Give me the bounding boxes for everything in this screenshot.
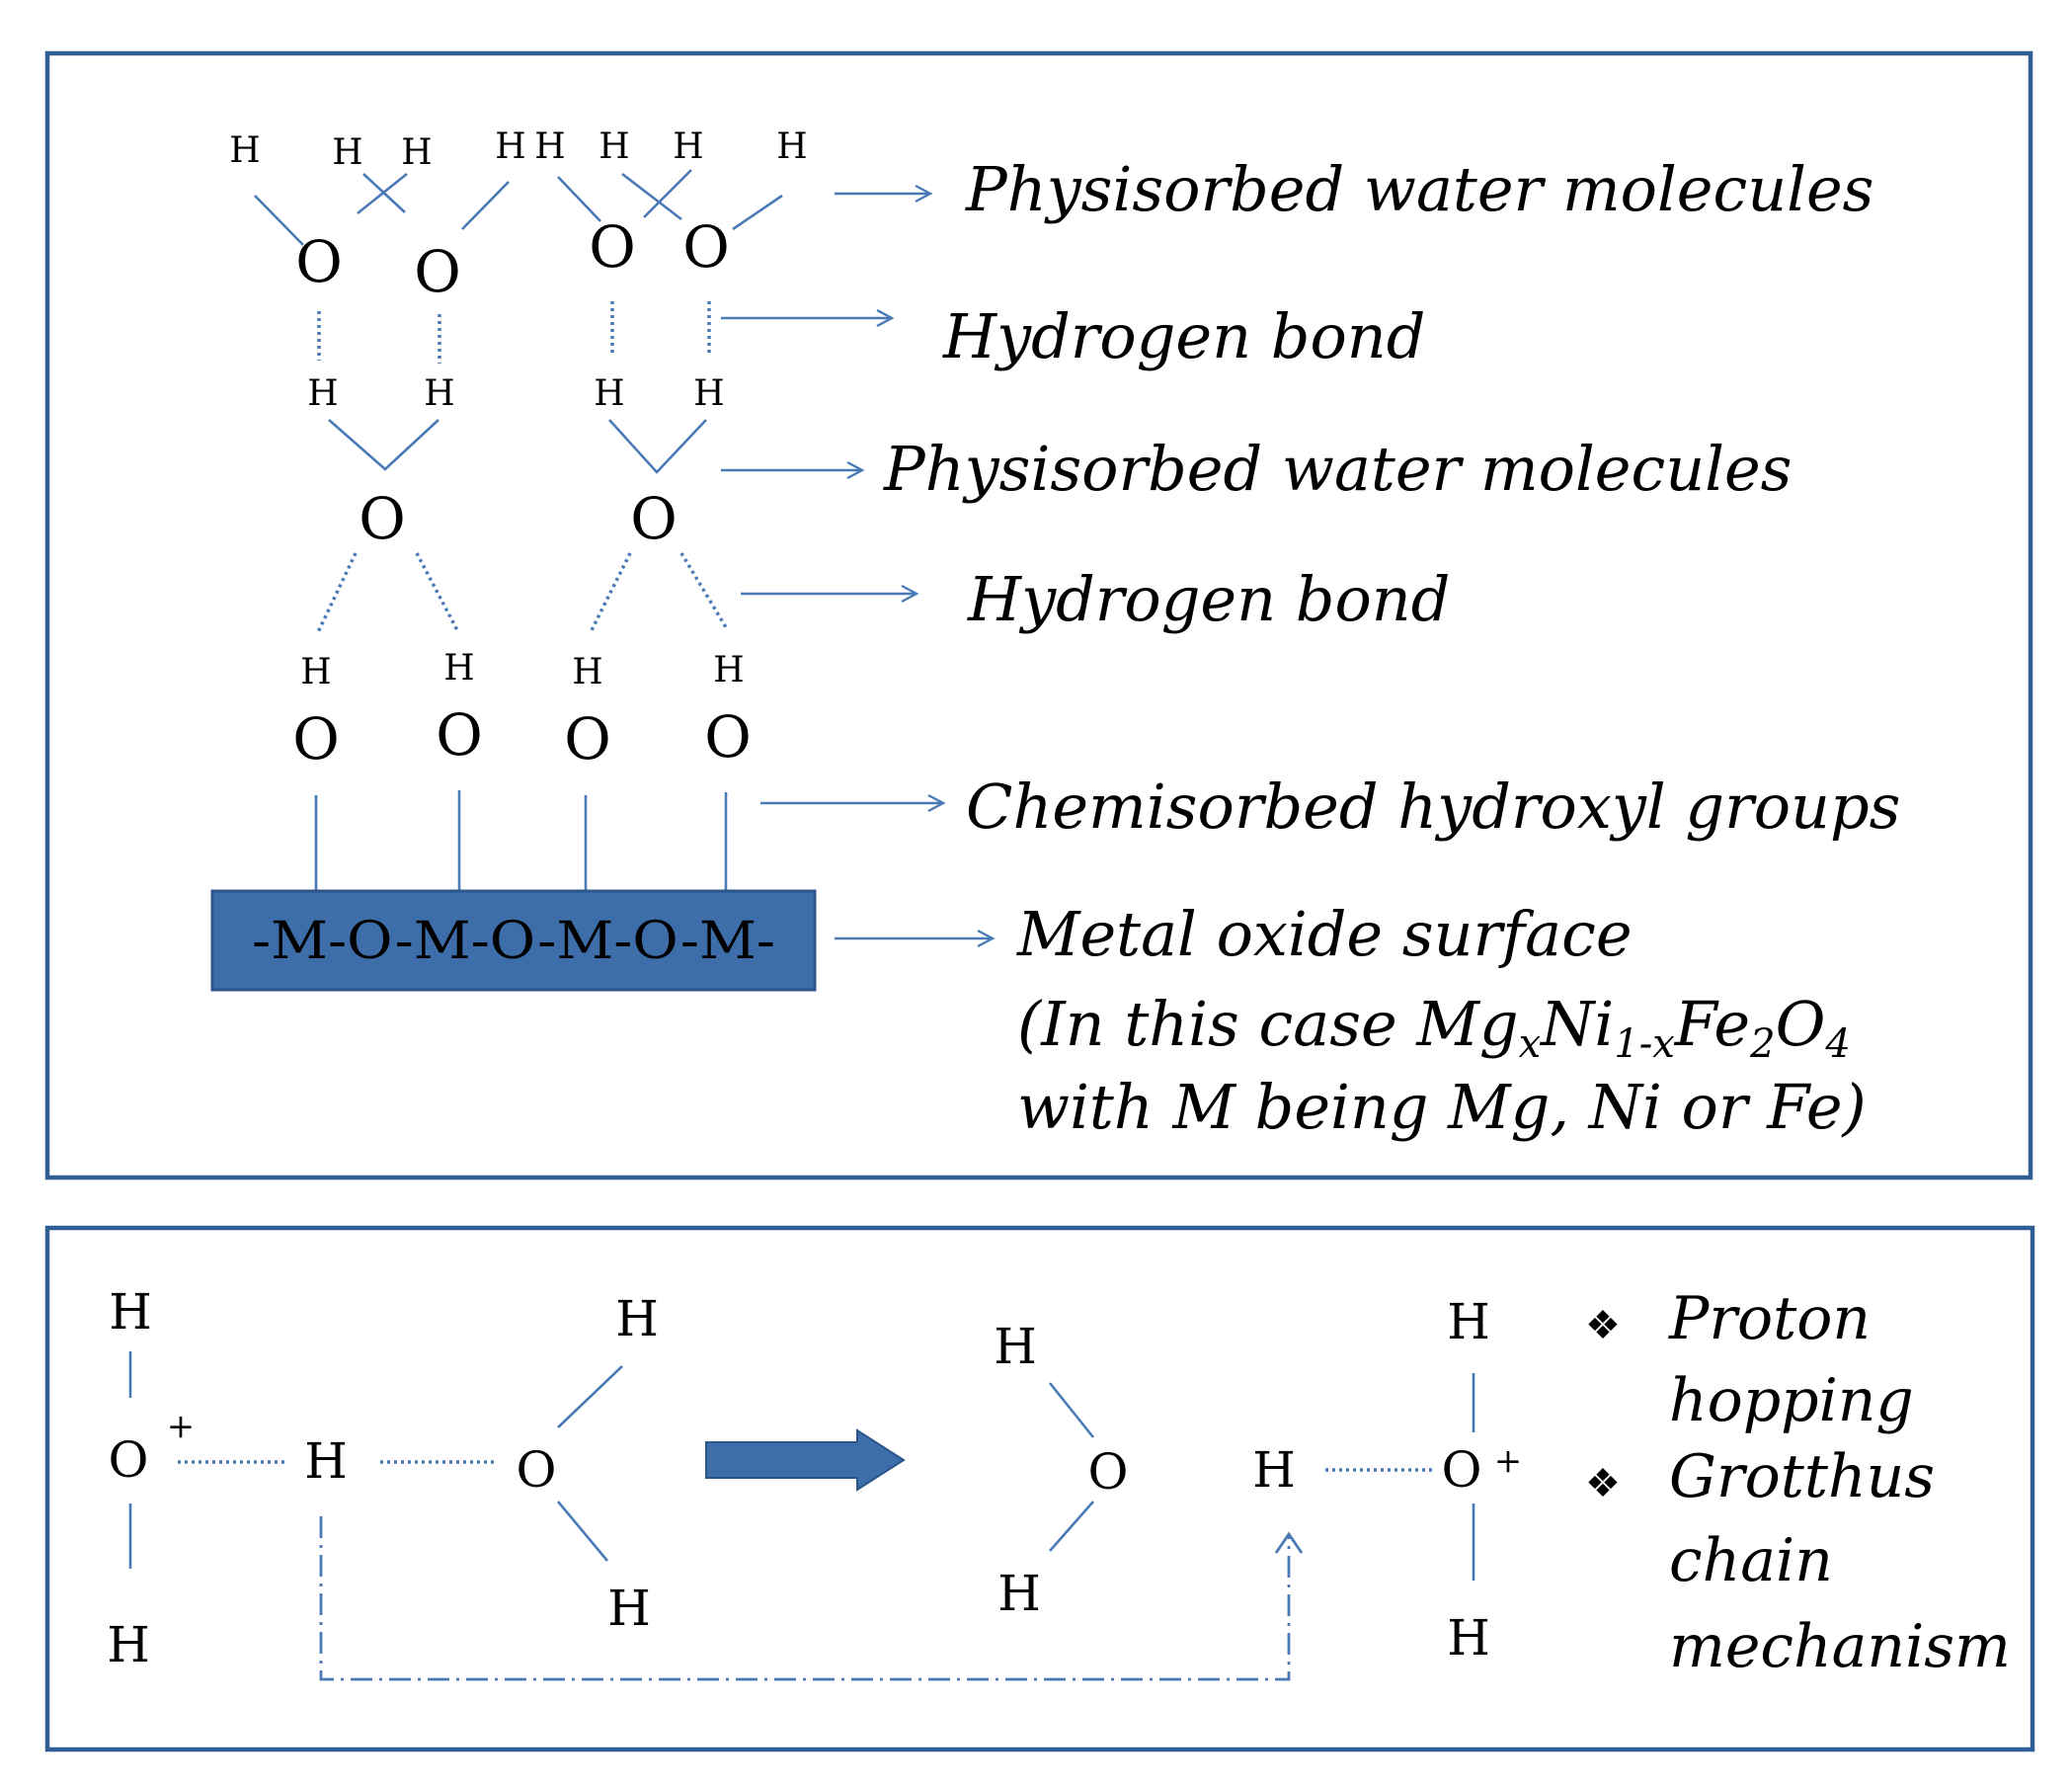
h-atom: H [300, 652, 331, 692]
h-atom: H [615, 1290, 659, 1347]
h-atom: H [594, 373, 624, 414]
h-atom: H [1447, 1293, 1490, 1350]
mechanism-legend: ❖ Proton hopping ❖ Grotthus chain mechan… [1585, 1284, 2011, 1681]
h-atom: H [307, 373, 338, 414]
h-atom-transferring: H [304, 1432, 348, 1490]
label-hydrogen-bond-1: Hydrogen bond [942, 300, 1425, 372]
reaction-arrow [705, 1428, 906, 1492]
legend-item-text: Grotthus [1669, 1442, 1935, 1511]
h-atom: H [693, 373, 724, 414]
h-atom: H [401, 132, 432, 173]
o-atom: O [359, 485, 406, 552]
label-hydrogen-bond-2: Hydrogen bond [967, 563, 1450, 635]
legend-item-text: chain [1669, 1526, 1833, 1595]
h-atom: H [229, 130, 260, 171]
label-chemisorbed-hydroxyl: Chemisorbed hydroxyl groups [966, 771, 1900, 843]
legend-item-text: hopping [1669, 1366, 1914, 1435]
top-water-layer: H H H H H H H H O O O O [229, 126, 807, 305]
h-atom: H [776, 126, 807, 167]
middle-water-layer: H H H H O O [307, 373, 724, 552]
o-atom: O [589, 213, 636, 281]
h-atom: H [713, 650, 744, 691]
hydroxyl-layer: H H H H O O O O [292, 648, 752, 894]
o-atom: O [414, 238, 461, 305]
o-atom: O [682, 213, 730, 281]
bottom-panel-frame [44, 1225, 2035, 1752]
o-atom: O [436, 701, 483, 769]
plus-charge: + [1494, 1441, 1523, 1481]
h-atom: H [607, 1580, 651, 1637]
o-atom: O [109, 1431, 149, 1489]
hydrogen-bonds-upper [317, 301, 711, 364]
hydrogen-bonds-lower [316, 552, 728, 633]
o-atom: O [1442, 1441, 1482, 1499]
plus-charge: + [167, 1407, 196, 1446]
o-atom: O [292, 705, 340, 773]
label-metal-oxide-surface: Metal oxide surface [1016, 898, 1633, 970]
h-atom: H [495, 126, 525, 167]
h-atom: H [107, 1616, 150, 1673]
o-atom: O [1088, 1443, 1129, 1501]
o-atom: O [564, 705, 611, 773]
h-atom: H [572, 652, 602, 692]
o-atom: O [295, 228, 343, 295]
label-case-formula: (In this case MgxNi1-xFe2O4 [1017, 988, 1851, 1067]
h-atom: H [109, 1283, 152, 1341]
proton-transfer-arrowhead [1274, 1531, 1304, 1554]
o-atom: O [517, 1441, 557, 1499]
top-panel-labels: Physisorbed water molecules Hydrogen bon… [883, 153, 1900, 1143]
h-atom: H [673, 126, 703, 167]
water-right: H O H [994, 1318, 1128, 1622]
h-atom: H [534, 126, 565, 167]
h-atom: H [424, 373, 454, 414]
water-left: O H H [517, 1290, 659, 1637]
hydronium-right: H O + H [1442, 1293, 1523, 1667]
proton-transfer-path [319, 1516, 1291, 1681]
top-panel-frame [44, 50, 2033, 1180]
h-atom: H [997, 1565, 1041, 1622]
legend-bullet-icon: ❖ [1585, 1303, 1621, 1348]
h-atom-transferred: H [1252, 1441, 1296, 1499]
label-physisorbed-water-2: Physisorbed water molecules [883, 433, 1793, 505]
hydronium-left: H O + H [107, 1283, 195, 1673]
o-atom: O [704, 703, 752, 771]
surface-block [210, 889, 817, 992]
h-atom: H [332, 132, 362, 173]
legend-item-text: mechanism [1669, 1612, 2011, 1681]
h-atom: H [1447, 1609, 1490, 1667]
metal-oxide-surface: -M-O-M-O-M-O-M- [210, 889, 817, 992]
h-atom: H [994, 1318, 1037, 1375]
legend-item-text: Proton [1668, 1284, 1871, 1353]
h-atom: H [443, 648, 474, 689]
label-physisorbed-water-1: Physisorbed water molecules [965, 153, 1874, 225]
label-arrows [721, 184, 996, 948]
legend-bullet-icon: ❖ [1585, 1461, 1621, 1506]
label-metal-list: with M being Mg, Ni or Fe) [1017, 1071, 1867, 1143]
surface-formula: -M-O-M-O-M-O-M- [252, 912, 775, 971]
o-atom: O [630, 485, 677, 552]
h-atom: H [598, 126, 629, 167]
